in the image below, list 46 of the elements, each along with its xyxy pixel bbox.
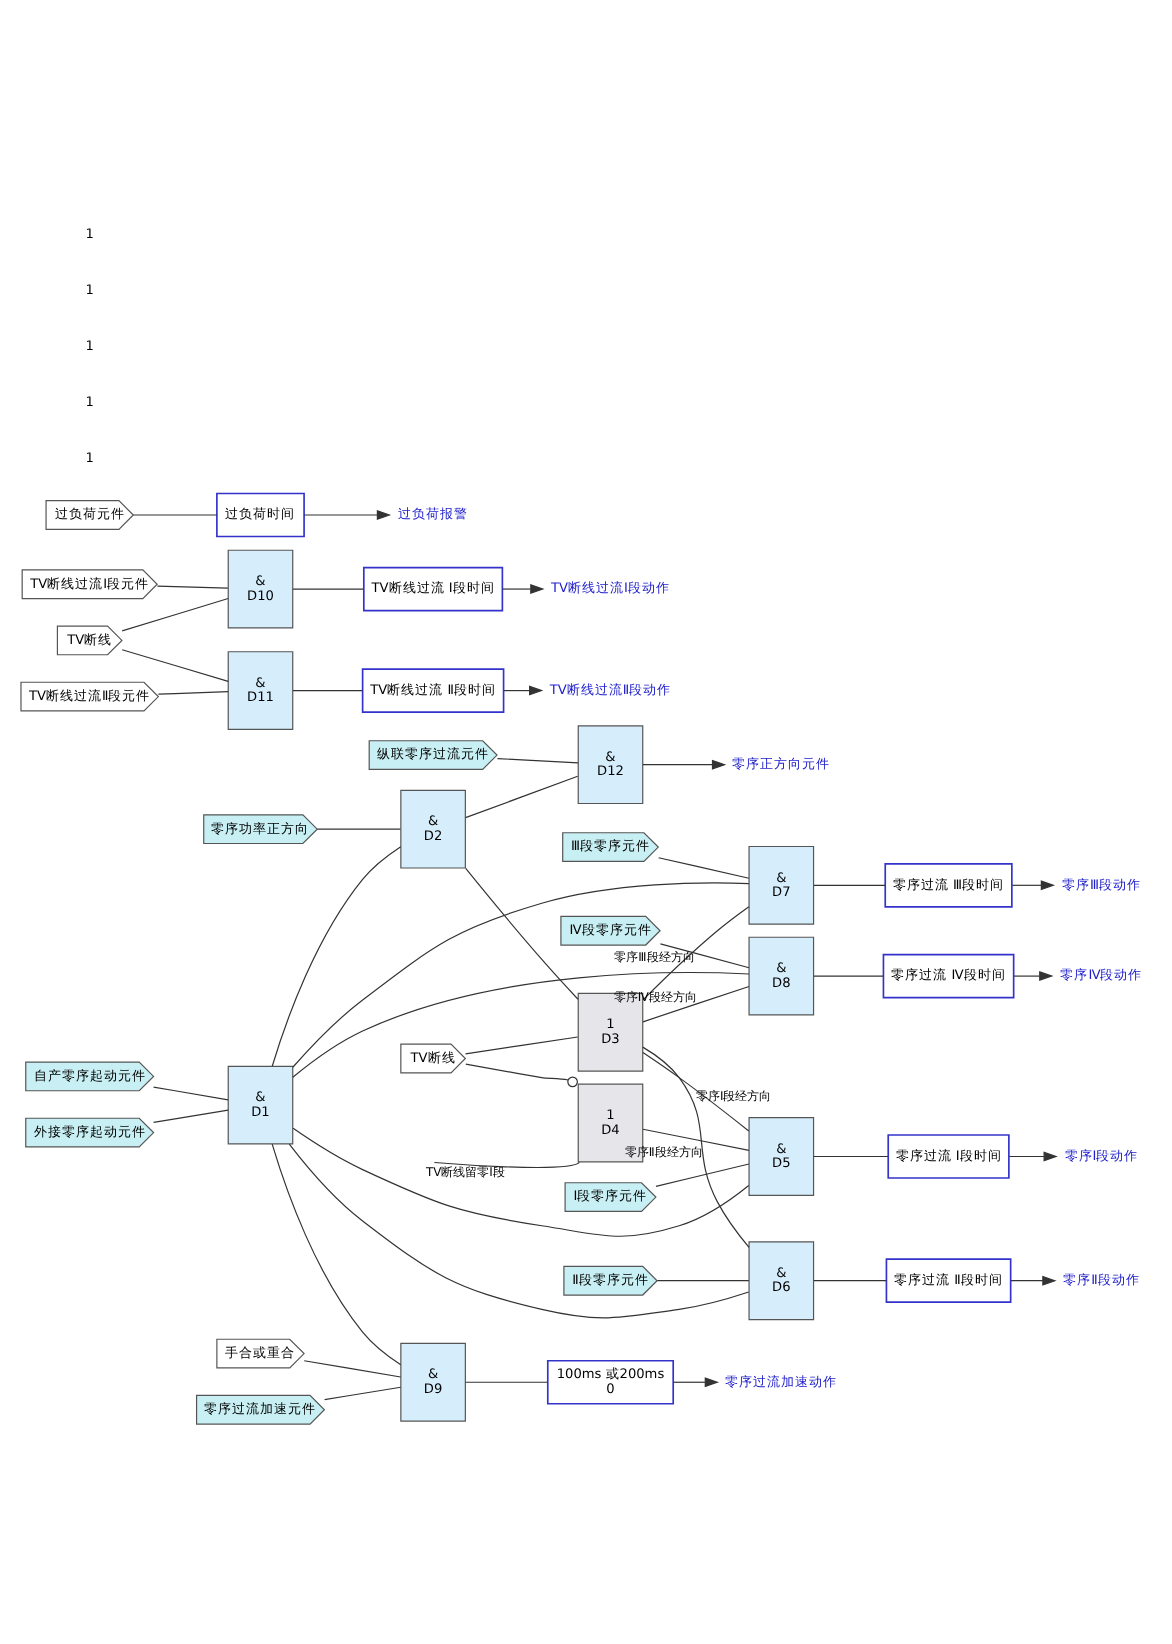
connector	[271, 846, 402, 1067]
connector	[157, 691, 229, 695]
connector	[433, 1161, 581, 1169]
connector	[121, 649, 229, 682]
arrow	[501, 584, 545, 595]
arrow	[1013, 971, 1054, 982]
arrow	[1008, 1151, 1058, 1162]
connector	[465, 775, 579, 819]
connector	[813, 1280, 887, 1282]
connector	[324, 1386, 402, 1401]
connector	[465, 1381, 549, 1383]
connector	[813, 1155, 889, 1158]
connector	[288, 1143, 750, 1319]
connector	[152, 1109, 229, 1123]
connector	[642, 1046, 750, 1248]
connector	[655, 1163, 750, 1187]
arrow	[503, 685, 544, 696]
connector	[152, 1086, 229, 1101]
connector	[659, 943, 750, 969]
connector	[642, 1128, 750, 1151]
connector	[271, 1143, 402, 1366]
connector	[132, 514, 218, 516]
connector	[121, 597, 229, 632]
connector	[316, 828, 401, 830]
arrow	[1011, 880, 1056, 891]
connector	[465, 867, 579, 1000]
connector	[813, 975, 884, 977]
connector	[642, 906, 750, 1001]
connector	[292, 882, 750, 1068]
connector	[303, 1360, 402, 1378]
arrow	[1010, 1275, 1057, 1286]
connector	[292, 588, 365, 590]
connector	[656, 1280, 750, 1282]
arrow	[672, 1377, 720, 1388]
connector	[465, 1036, 579, 1055]
connector	[156, 585, 229, 589]
connector	[658, 857, 750, 879]
connector	[642, 985, 750, 1023]
connector	[292, 1127, 750, 1237]
connector	[642, 1051, 750, 1132]
connector	[465, 1063, 578, 1088]
connector	[292, 690, 363, 692]
connector	[496, 757, 579, 764]
connector	[813, 884, 886, 886]
arrow	[642, 759, 727, 770]
arrow	[303, 510, 392, 520]
